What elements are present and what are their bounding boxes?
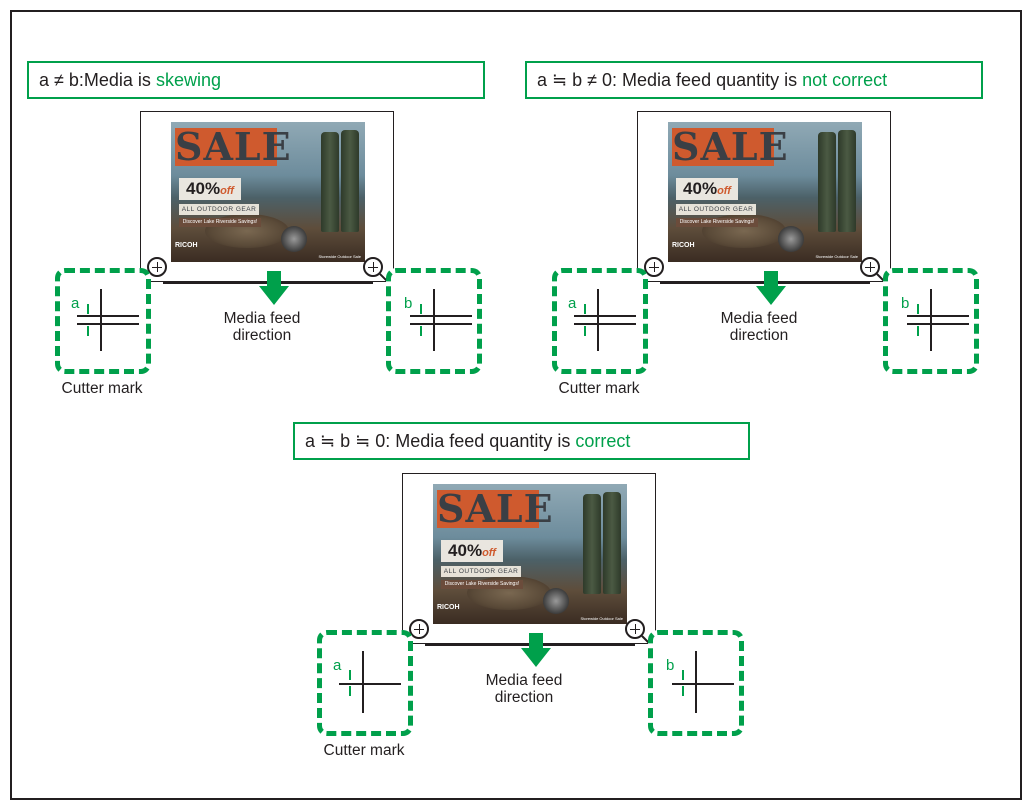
poster-offer: 40%off [179, 178, 241, 200]
cutter-mark-vertical [695, 651, 697, 713]
poster-headline: SALE [672, 124, 789, 169]
offset-arrow [349, 686, 351, 696]
panel-feed-not-correct: SALE 40%off ALL OUTDOOR GEAR Discover La… [534, 111, 1014, 401]
poster-headline: SALE [175, 124, 292, 169]
cutter-mark-vertical [930, 289, 932, 351]
cutter-mark-horizontal [410, 323, 472, 325]
cutter-mark-zoom-left: a [317, 630, 413, 736]
reel-image [778, 226, 804, 252]
boot-image [321, 132, 339, 232]
down-arrow-icon [756, 271, 786, 305]
sale-poster-image: SALE 40%off ALL OUTDOOR GEAR Discover La… [668, 122, 862, 262]
down-arrow-icon [259, 271, 289, 305]
caption-highlight: skewing [155, 70, 221, 90]
magnifier-plus-icon [644, 257, 664, 277]
media-sheet: SALE 40%off ALL OUTDOOR GEAR Discover La… [637, 111, 891, 282]
poster-offer: 40%off [676, 178, 738, 200]
offset-arrow [584, 304, 586, 314]
media-feed-direction-label: Media feed direction [223, 310, 301, 344]
poster-headline: SALE [437, 486, 554, 531]
mark-a-label: a [71, 295, 80, 312]
down-arrow-icon [521, 633, 551, 667]
cutter-mark-vertical [433, 289, 435, 351]
media-sheet: SALE 40%off ALL OUTDOOR GEAR Discover La… [402, 473, 656, 644]
boot-image [583, 494, 601, 594]
caption-highlight: not correct [802, 70, 888, 90]
caption-feed-not-correct: a ≒ b ≠ 0: Media feed quantity is not co… [525, 61, 983, 99]
caption-highlight: correct [575, 431, 631, 451]
offset-arrow [87, 304, 89, 314]
caption-skewing: a ≠ b:Media is skewing [27, 61, 485, 99]
cutter-mark-label: Cutter mark [61, 380, 143, 397]
sale-poster-image: SALE 40%off ALL OUTDOOR GEAR Discover La… [433, 484, 627, 624]
cutter-mark-horizontal [77, 315, 139, 317]
cutter-mark-vertical [362, 651, 364, 713]
mark-a-label: a [333, 657, 342, 674]
magnifier-plus-icon [409, 619, 429, 639]
mark-b-label: b [901, 295, 910, 312]
offset-arrow [917, 304, 919, 314]
offset-arrow [682, 686, 684, 696]
cutter-mark-label: Cutter mark [558, 380, 640, 397]
caption-feed-correct: a ≒ b ≒ 0: Media feed quantity is correc… [293, 422, 750, 460]
magnifier-plus-icon [860, 257, 880, 277]
boot-image [818, 132, 836, 232]
cutter-mark-label: Cutter mark [323, 742, 405, 759]
poster-fine-print: Storewide Outdoor Sale [815, 254, 858, 259]
media-feed-direction-label: Media feed direction [485, 672, 563, 706]
mark-b-label: b [666, 657, 675, 674]
poster-fine-print: Storewide Outdoor Sale [580, 616, 623, 621]
magnifier-plus-icon [625, 619, 645, 639]
offset-arrow [420, 326, 422, 336]
poster-subtitle: ALL OUTDOOR GEAR [676, 204, 756, 215]
poster-brand: RICOH [437, 604, 460, 611]
offset-arrow [420, 304, 422, 314]
cutter-mark-zoom-left: a [55, 268, 151, 374]
poster-brand: RICOH [672, 242, 695, 249]
poster-fine-print: Storewide Outdoor Sale [318, 254, 361, 259]
poster-promo: Discover Lake Riverside Savings! [441, 580, 523, 589]
cutter-mark-horizontal [907, 315, 969, 317]
cutter-mark-vertical [100, 289, 102, 351]
offset-arrow [682, 670, 684, 680]
cutter-mark-zoom-right: b [386, 268, 482, 374]
poster-promo: Discover Lake Riverside Savings! [676, 218, 758, 227]
boot-image [838, 130, 856, 232]
poster-subtitle: ALL OUTDOOR GEAR [179, 204, 259, 215]
poster-promo: Discover Lake Riverside Savings! [179, 218, 261, 227]
offset-arrow [584, 326, 586, 336]
cutter-mark-zoom-right: b [648, 630, 744, 736]
sale-poster-image: SALE 40%off ALL OUTDOOR GEAR Discover La… [171, 122, 365, 262]
panel-skewing: SALE 40%off ALL OUTDOOR GEAR Discover La… [37, 111, 517, 401]
cutter-mark-zoom-left: a [552, 268, 648, 374]
cutter-mark-vertical [597, 289, 599, 351]
cutter-mark-horizontal [574, 315, 636, 317]
cutter-mark-zoom-right: b [883, 268, 979, 374]
poster-subtitle: ALL OUTDOOR GEAR [441, 566, 521, 577]
media-edge-mark [410, 315, 472, 317]
mark-a-label: a [568, 295, 577, 312]
media-feed-direction-label: Media feed direction [720, 310, 798, 344]
cutter-mark-horizontal [339, 683, 401, 685]
reel-image [281, 226, 307, 252]
cutter-mark-horizontal [672, 683, 734, 685]
magnifier-plus-icon [363, 257, 383, 277]
reel-image [543, 588, 569, 614]
offset-arrow [349, 670, 351, 680]
media-edge-mark [77, 323, 139, 325]
offset-arrow [917, 326, 919, 336]
offset-arrow [87, 326, 89, 336]
poster-brand: RICOH [175, 242, 198, 249]
mark-b-label: b [404, 295, 413, 312]
media-edge-mark [574, 323, 636, 325]
magnifier-plus-icon [147, 257, 167, 277]
poster-offer: 40%off [441, 540, 503, 562]
boot-image [341, 130, 359, 232]
panel-feed-correct: SALE 40%off ALL OUTDOOR GEAR Discover La… [299, 473, 779, 763]
boot-image [603, 492, 621, 594]
media-edge-mark [907, 323, 969, 325]
